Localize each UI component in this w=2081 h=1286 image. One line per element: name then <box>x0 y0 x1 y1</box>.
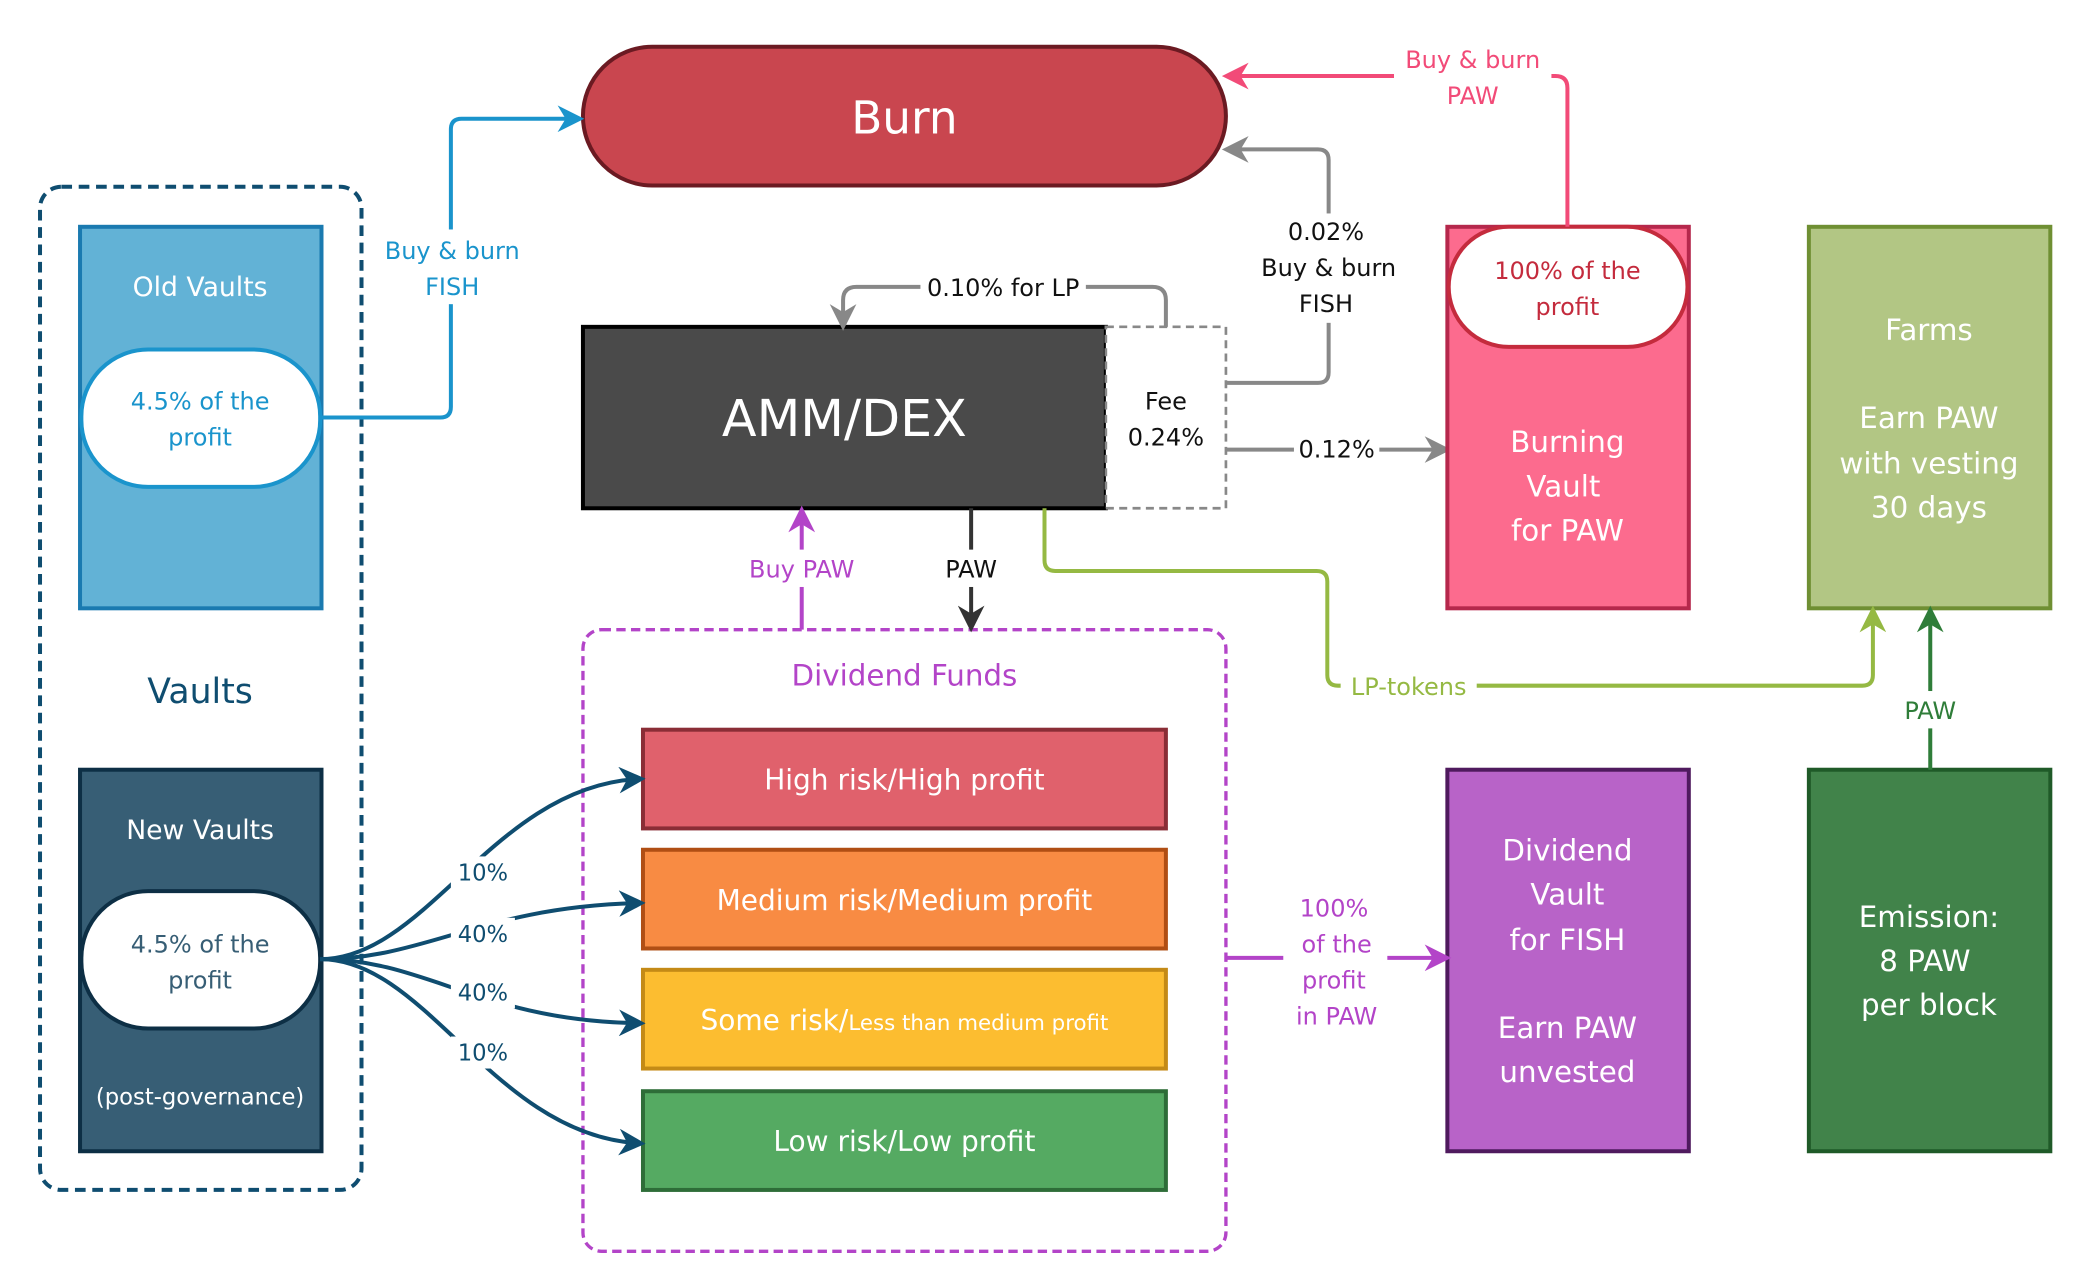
farms-line3: Earn PAW <box>1859 401 1998 435</box>
arrow-burning-to-burn <box>1221 62 1570 227</box>
label-lp-fee: 0.10% for LP <box>927 274 1079 302</box>
label-bg <box>1340 667 1477 705</box>
dividend-funds-title: Dividend Funds <box>792 659 1018 693</box>
old-vaults-pill <box>79 347 323 489</box>
label-dividend-3: profit <box>1302 966 1366 994</box>
label-bg <box>736 549 868 587</box>
burning-vault-pill-line1: 100% of the <box>1494 257 1640 285</box>
label-fee-to-burn-2: Buy & burn <box>1261 254 1396 282</box>
burning-vault-line1: Burning <box>1510 425 1624 459</box>
fee-box <box>1104 325 1228 510</box>
fund-high-risk-label: High risk/High profit <box>764 764 1044 797</box>
amm-dex-label: AMM/DEX <box>722 389 967 448</box>
label-bg <box>920 269 1086 305</box>
fund-low-risk <box>640 1089 1168 1192</box>
label-dividend-1: 100% <box>1300 894 1369 922</box>
fund-medium-risk-label: Medium risk/Medium profit <box>717 884 1093 917</box>
emission-node <box>1806 767 2053 1154</box>
dividend-vault-node <box>1445 767 1691 1154</box>
split-label-medium: 40% <box>458 922 508 948</box>
fee-label-1: Fee <box>1145 388 1187 416</box>
fund-some-risk-main: Some risk/ <box>701 1004 849 1037</box>
arrow-lp-tokens <box>1042 508 1887 688</box>
label-emission-paw: PAW <box>1904 697 1956 725</box>
label-bg <box>1394 40 1552 115</box>
label-bg <box>936 549 1006 587</box>
fund-low-risk-label: Low risk/Low profit <box>773 1125 1035 1158</box>
split-label-low: 10% <box>458 1041 508 1067</box>
old-vaults-pill-line2: profit <box>168 424 232 452</box>
fund-some-risk-label: Some risk/Less than medium profit <box>701 1004 1109 1037</box>
new-vaults-pill-line1: 4.5% of the <box>131 930 270 958</box>
split-label-bgs <box>450 856 515 1069</box>
farms-line5: 30 days <box>1871 491 1987 525</box>
burning-vault-pill <box>1446 224 1690 349</box>
label-dividend-2: of the <box>1302 930 1372 958</box>
label-bg <box>1253 213 1404 323</box>
fund-medium-risk <box>640 847 1168 951</box>
label-buy-paw: Buy PAW <box>749 556 854 584</box>
label-old-to-burn-2: FISH <box>425 273 479 301</box>
label-bg <box>380 229 527 305</box>
fee-label-2: 0.24% <box>1128 424 1204 452</box>
label-bg <box>1293 432 1380 467</box>
new-vaults-footer: (post-governance) <box>96 1085 304 1111</box>
old-vaults-title: Old Vaults <box>133 272 268 303</box>
burning-vault-pill-line2: profit <box>1536 293 1600 321</box>
dividend-vault-line6: unvested <box>1499 1055 1635 1089</box>
farms-node <box>1806 224 2053 611</box>
dividend-vault-line1: Dividend <box>1502 833 1632 867</box>
old-vaults-pill-line1: 4.5% of the <box>131 388 270 416</box>
burning-vault-line2: Vault <box>1526 469 1600 503</box>
new-vaults-pill-line2: profit <box>168 966 232 994</box>
label-fee-to-burn-1: 0.02% <box>1288 218 1364 246</box>
emission-line1: Emission: <box>1859 900 1999 934</box>
burning-vault-line3: for PAW <box>1511 513 1624 547</box>
burn-label: Burn <box>851 91 957 144</box>
farms-line4: with vesting <box>1839 447 2018 481</box>
label-dividend-4: in PAW <box>1296 1003 1377 1031</box>
new-vaults-title: New Vaults <box>126 815 274 846</box>
new-vaults-pill <box>79 889 323 1031</box>
split-arrows <box>320 766 646 1156</box>
farms-line1: Farms <box>1885 313 1973 347</box>
label-fee-to-burn-3: FISH <box>1299 290 1353 318</box>
label-paw-down: PAW <box>945 556 997 584</box>
label-bg <box>1894 691 1967 729</box>
vaults-group-label: Vaults <box>147 672 253 712</box>
label-burning-to-burn-1: Buy & burn <box>1405 46 1540 74</box>
split-label-some: 40% <box>458 981 508 1007</box>
dividend-vault-line2: Vault <box>1530 877 1604 911</box>
split-label-high: 10% <box>458 860 508 886</box>
label-burning-to-burn-2: PAW <box>1447 82 1499 110</box>
emission-line2: 8 PAW <box>1879 944 1970 978</box>
dividend-vault-line5: Earn PAW <box>1498 1011 1637 1045</box>
dividend-funds-group <box>581 627 1228 1253</box>
vaults-group <box>38 184 364 1192</box>
fund-high-risk <box>640 727 1168 831</box>
label-fee-to-burning-vault: 0.12% <box>1299 436 1375 464</box>
label-bg <box>1283 888 1388 1030</box>
emission-line3: per block <box>1861 988 1997 1022</box>
dividend-vault-line3: for FISH <box>1509 923 1625 957</box>
label-old-to-burn-1: Buy & burn <box>385 237 520 265</box>
label-lp-tokens: LP-tokens <box>1351 673 1467 701</box>
fund-some-risk-small: Less than medium profit <box>848 1011 1108 1036</box>
fund-some-risk <box>640 967 1168 1071</box>
